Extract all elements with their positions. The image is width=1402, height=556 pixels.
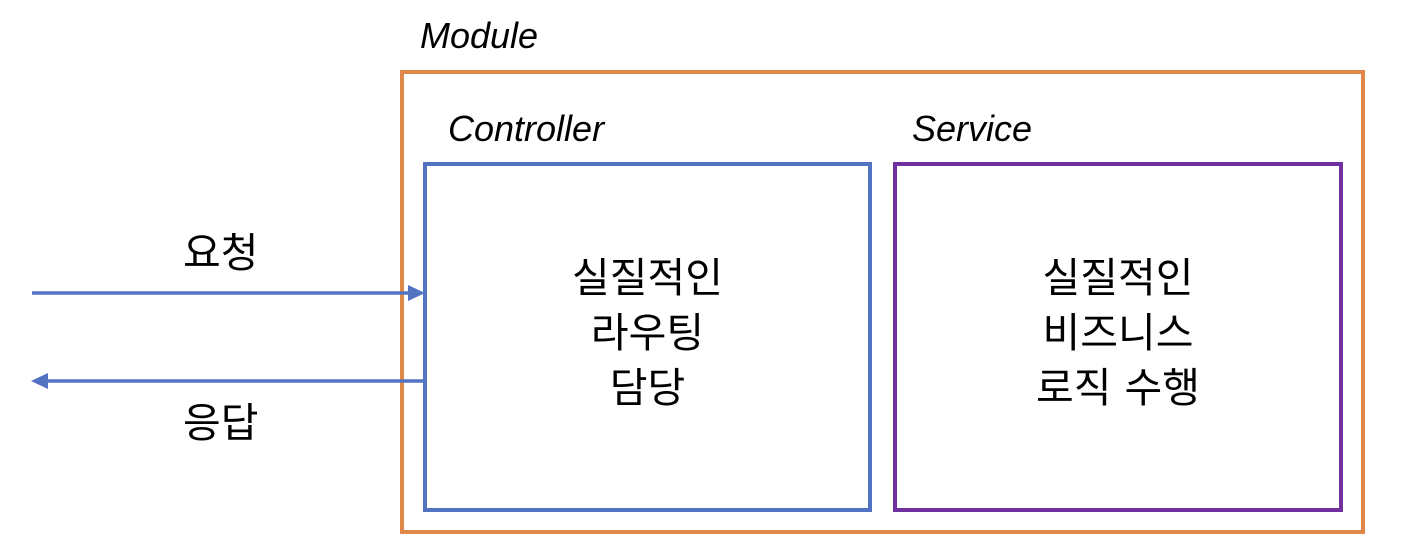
service-title: Service [912,108,1033,149]
controller-title: Controller [448,108,605,149]
service-line: 비즈니스 [1042,309,1194,357]
request-arrow [32,285,425,301]
request-label: 요청 [183,229,259,277]
service-line: 실질적인 [1042,254,1194,302]
module-box [400,70,1365,534]
controller-line: 실질적인 [572,254,723,302]
response-arrow [31,373,423,389]
controller-line: 담당 [609,364,686,412]
service-box: 실질적인 비즈니스 로직 수행 [893,162,1343,512]
response-label: 응답 [183,399,259,447]
module-title: Module [420,15,539,56]
controller-description: 실질적인 라우팅 담당 [427,251,868,416]
service-description: 실질적인 비즈니스 로직 수행 [897,251,1339,416]
service-line: 로직 수행 [1036,364,1200,412]
controller-line: 라우팅 [590,309,705,357]
controller-box: 실질적인 라우팅 담당 [423,162,872,512]
